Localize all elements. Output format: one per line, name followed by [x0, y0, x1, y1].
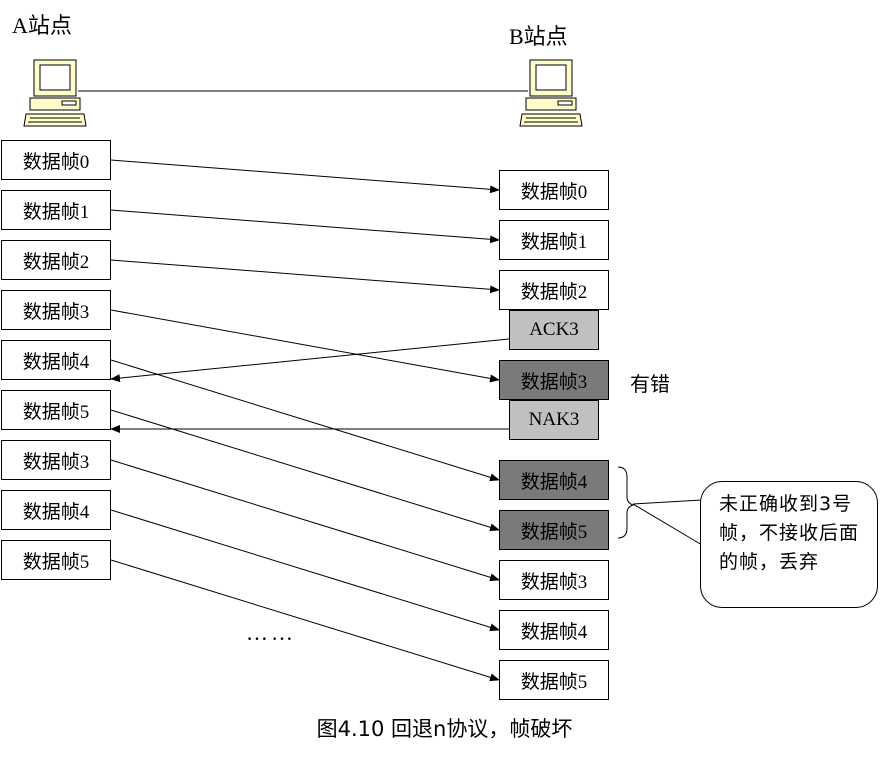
b-frame-1: 数据帧1	[499, 220, 609, 260]
a-frame-3-resend: 数据帧3	[1, 440, 111, 480]
b-frame-3-error: 数据帧3	[499, 360, 609, 400]
arrow-frame4-resend	[110, 509, 500, 632]
b-frame-5-received: 数据帧5	[499, 660, 609, 700]
station-a-title: A站点	[12, 13, 72, 38]
b-frame-5-discarded: 数据帧5	[499, 510, 609, 550]
figure-caption: 图4.10 回退n协议，帧破坏	[316, 717, 573, 741]
b-frame-2: 数据帧2	[499, 270, 609, 310]
station-a-computer-icon	[23, 59, 87, 127]
a-frame-4: 数据帧4	[1, 340, 111, 380]
arrow-frame1	[110, 209, 500, 244]
arrow-frame5-resend	[110, 559, 500, 682]
arrow-frame3	[110, 309, 500, 383]
error-label: 有错	[630, 374, 670, 396]
discard-brace	[617, 466, 635, 539]
a-frame-5: 数据帧5	[1, 390, 111, 430]
discard-callout: 未正确收到3号帧，不接收后面的帧，丢弃	[700, 481, 878, 608]
b-frame-4-received: 数据帧4	[499, 610, 609, 650]
ack3-box: ACK3	[509, 310, 599, 350]
a-frame-5-resend: 数据帧5	[1, 540, 111, 580]
b-frame-4-discarded: 数据帧4	[499, 460, 609, 500]
a-frame-4-resend: 数据帧4	[1, 490, 111, 530]
station-b-computer-icon	[519, 59, 583, 127]
arrow-frame0	[110, 159, 500, 194]
b-frame-3-received: 数据帧3	[499, 560, 609, 600]
a-frame-2: 数据帧2	[1, 240, 111, 280]
callout-pointer-upper	[632, 499, 703, 505]
a-frame-1: 数据帧1	[1, 190, 111, 230]
b-frame-0: 数据帧0	[499, 170, 609, 210]
ellipsis: ……	[246, 620, 296, 645]
arrow-ack3	[110, 338, 510, 383]
a-frame-3: 数据帧3	[1, 290, 111, 330]
callout-pointer-lower	[632, 503, 703, 546]
arrow-frame3-resend	[110, 459, 500, 582]
a-frame-0: 数据帧0	[1, 140, 111, 180]
arrow-frame4	[110, 359, 500, 482]
arrow-frame5	[110, 409, 500, 532]
arrow-frame2	[110, 259, 500, 294]
nak3-box: NAK3	[509, 400, 599, 440]
station-b-title: B站点	[509, 24, 568, 49]
